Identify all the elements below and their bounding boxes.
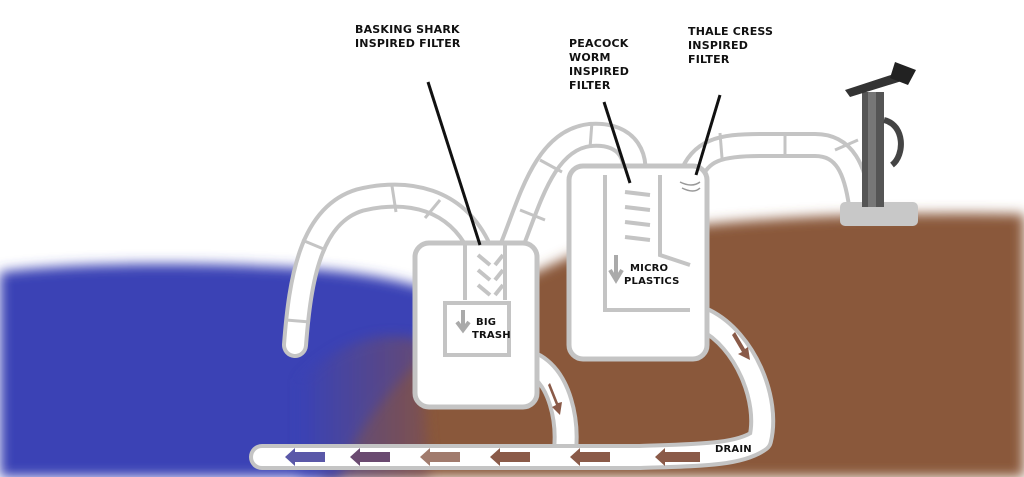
hand-pump [840,62,918,226]
thale-cress-filter [679,181,701,192]
label-line: PEACOCK [569,37,629,50]
peacock-worm-filter [624,190,651,242]
label-line: THALE CRESS [688,25,774,38]
down-arrow-icon [455,310,471,334]
label-line: INSPIRED FILTER [355,37,461,50]
basking-shark-gill-filter [476,253,505,297]
peacock-worm-leader-line [602,101,632,184]
label-line: INSPIRED [688,39,749,52]
thale-cress-leader-line [694,94,722,176]
micro-plastics-label: MICRO PLASTICS [624,262,680,288]
label-line: TRASH [472,330,511,341]
peacock-worm-label: PEACOCK WORM INSPIRED FILTER [569,37,629,93]
label-line: INSPIRED [569,65,630,78]
water-ground-blend [300,336,430,477]
drain-flow-arrows [285,332,750,466]
thale-cress-label: THALE CRESS INSPIRED FILTER [688,25,773,67]
label-line: BIG [476,317,497,328]
label-line: WORM [569,51,611,64]
drain-label: DRAIN [715,444,752,455]
basking-shark-leader-line [426,81,482,246]
label-line: FILTER [569,79,611,92]
label-line: PLASTICS [624,276,680,287]
basking-shark-label: BASKING SHARK INSPIRED FILTER [355,23,461,51]
label-line: FILTER [688,53,730,66]
label-line: BASKING SHARK [355,23,460,36]
big-trash-chamber [443,301,511,357]
label-line: MICRO [630,263,669,274]
down-arrow-icon [608,255,624,284]
big-trash-label: BIG TRASH [472,316,511,342]
